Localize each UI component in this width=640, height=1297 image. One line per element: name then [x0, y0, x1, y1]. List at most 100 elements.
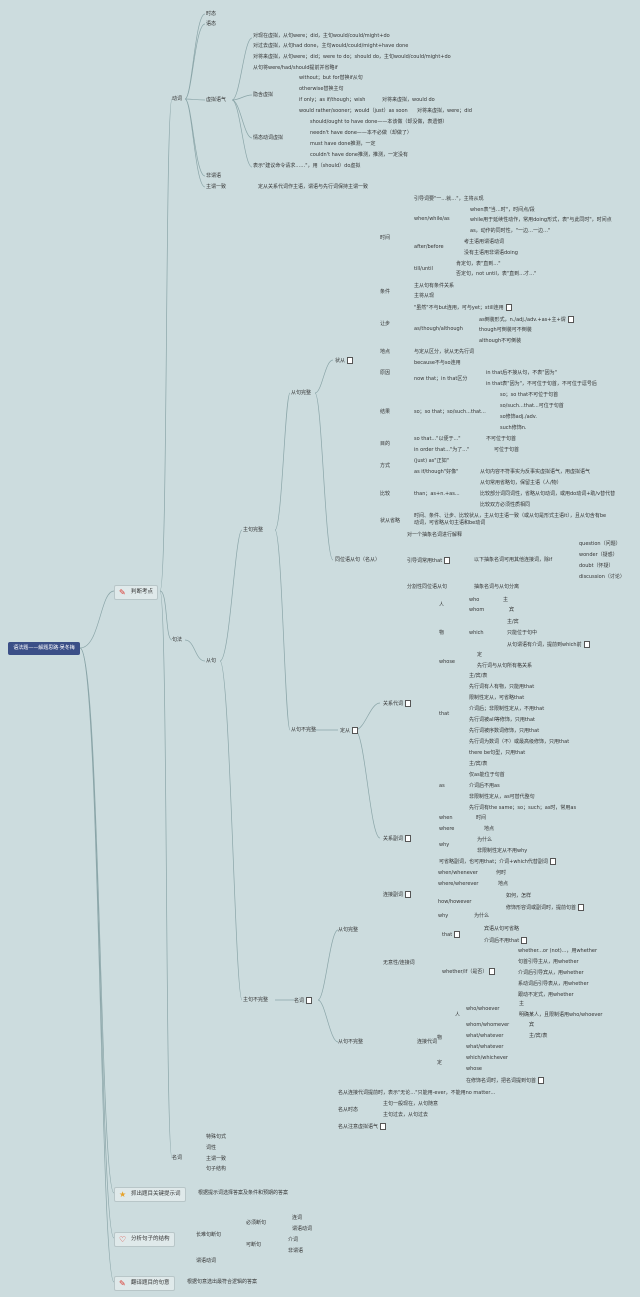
- node-attr: 定: [437, 1060, 443, 1066]
- node-adv-ellipsis: 状从省略: [380, 518, 401, 524]
- node-whoever-subj: 主: [519, 1001, 525, 1007]
- node-result: 结果: [380, 409, 391, 415]
- node-dd-note: 与定从区分，状从无先行词: [414, 349, 475, 355]
- node-that-note4: 介词后；非限制性定从，不用that: [469, 706, 545, 712]
- note-icon: [347, 357, 354, 364]
- node-subj: 主: [503, 597, 509, 603]
- node-bj-note1: 从句常用省略句，保留主语（人/物）: [480, 480, 562, 486]
- node-nc-note2: 名从注意虚拟语气: [338, 1123, 387, 1131]
- node-as-note5: 先行词有the same；so；such；as时，常用as: [469, 805, 577, 811]
- node-as-note2: 仅as能位于句首: [469, 772, 505, 778]
- node-whomever: whom/whomever: [466, 1022, 510, 1028]
- note-keywords: 根据提示词选择答案及条件和预期的答案: [198, 1190, 289, 1196]
- node-manner: 方式: [380, 463, 391, 469]
- node-voice: 语态: [206, 21, 217, 27]
- node-whatever-role: 主/宾/表: [529, 1033, 548, 1039]
- node-nt-note1: in that后不接从句，不表"因为": [486, 370, 557, 376]
- node-as-though: as/though/although: [414, 326, 463, 332]
- node-which-note3: 从句谓语有介词，提前到which前: [507, 641, 590, 649]
- node-whose-note2: 先行词与从句所有格关系: [477, 663, 533, 669]
- node-condition: 条件: [380, 289, 391, 295]
- node-whom: whom: [469, 607, 485, 613]
- node-however-note1: 如何，怎样: [506, 893, 532, 899]
- node-adverbial-clause: 状从: [335, 357, 354, 365]
- node-whatever2: what/whatever: [466, 1044, 504, 1050]
- node-after-before: after/before: [414, 244, 444, 250]
- node-tw-note3: 分割性同位语从句: [407, 584, 448, 590]
- node-till-until: till/until: [414, 266, 433, 272]
- node-that-note2: 先行词有人有物，只能用that: [469, 684, 535, 690]
- node-predicate-verb: 谓语动词: [196, 1258, 217, 1264]
- node-which-note2: 只能位于句中: [507, 630, 538, 636]
- node-zcs-note: 时间、条件、让步、比较状从，主从句主语一致（或从句是形式主语it），且从句含有b…: [414, 513, 607, 526]
- node-syntax: 句法: [172, 637, 183, 643]
- node-that-note3: 限制性定从，可省略that: [469, 695, 525, 701]
- node-tj-note2: 主将从现: [414, 293, 435, 299]
- node-wh-note5: 跟动不定式，用whether: [518, 992, 574, 998]
- node-whomever-obj: 宾: [529, 1022, 535, 1028]
- node-wh-note3: 介词后引导宾从，用whether: [518, 970, 584, 976]
- node-neednt: needn't have done——本不必做（却做了）: [310, 130, 412, 136]
- node-rel-pronoun: 关系代词: [383, 700, 412, 708]
- branch-structure[interactable]: ♡分析句子的结构: [114, 1232, 175, 1247]
- node-ifonly-note: 对将来虚拟，would do: [382, 97, 435, 103]
- node-obj: 宾: [509, 607, 515, 613]
- node-conj-adverb: 连接副词: [383, 891, 412, 899]
- node-why-note1: 为什么: [477, 837, 493, 843]
- node-tu-note2: 否定句，not until，表"直到…才…": [456, 271, 537, 277]
- node-nc-note1: 名从连接代词提前时，表示"无论…"只能用-ever，不能用no matter…: [338, 1090, 496, 1096]
- node-whoever-note: 明确某人，且限制语用who/whoever: [519, 1012, 603, 1018]
- node-ncs-note2: 主句过去，从句过去: [383, 1112, 429, 1118]
- node-ab-note2: 没有主语用非谓语doing: [464, 250, 518, 256]
- node-special: 特殊句式: [206, 1134, 227, 1140]
- node-thing: 物: [439, 630, 445, 636]
- node-why2-note: 为什么: [474, 913, 490, 919]
- node-agreement: 主谓一致: [206, 184, 227, 190]
- node-subjunctive: 虚拟语气: [206, 97, 227, 103]
- branch-judge-point[interactable]: ✎判断考点: [114, 585, 159, 600]
- node-why2: why: [438, 913, 449, 919]
- node-md-note2b: 可位于句首: [494, 447, 520, 453]
- node-whatever: what/whatever: [466, 1033, 504, 1039]
- node-that2: that: [442, 931, 461, 939]
- node-where-place: 地点: [484, 826, 495, 832]
- node-concession: 让步: [380, 321, 391, 327]
- node-that2-note2: 介词后不用that: [484, 937, 528, 945]
- node-whenever: when/whenever: [438, 870, 478, 876]
- root-node[interactable]: 语法题——解题思路·吴冬梅: [8, 642, 80, 655]
- node-whose2-note: 在修饰名词时，把名词提到句首: [466, 1077, 545, 1085]
- node-whose2: whose: [466, 1066, 482, 1072]
- node-must-have: must have done推测，一定: [310, 141, 376, 147]
- node-tw-note1: 对一个抽象名词进行解释: [407, 532, 463, 538]
- node-that-note9: there be句型，只用that: [469, 750, 526, 756]
- node-tw-note3b: 抽象名词与从句分离: [474, 584, 520, 590]
- node-suggest: 表示"建议命令请求……"，用（should）do虚拟: [253, 163, 361, 169]
- node-st-note3: so修饰adj./adv.: [500, 414, 537, 420]
- node-appositive: 同位语从句（名从）: [335, 557, 381, 563]
- node-that-note6: 先行词被序数词修饰，只用that: [469, 728, 540, 734]
- node-nt-note2: in that表"因为"，不可位于句首，不可位于逗号后: [486, 381, 597, 387]
- node-as-note4: 非限制性定从，as可替代整句: [469, 794, 535, 800]
- node-reason: 原因: [380, 370, 391, 376]
- node-implicit: 隐含虚拟: [253, 92, 274, 98]
- node-that-note5: 先行词被all等修饰，只用that: [469, 717, 535, 723]
- node-whose: whose: [439, 659, 455, 665]
- node-xuni-past: 对过去虚拟，从句had done，主句would/could/might+hav…: [253, 43, 409, 49]
- node-st-note4: such修饰n.: [500, 425, 527, 431]
- node-when: when: [439, 815, 453, 821]
- branch-keywords[interactable]: ★抓出题目关键提示词: [114, 1187, 186, 1202]
- node-at-note3: although不可倒装: [479, 338, 522, 344]
- node-bj-note2: 比较部分词同词性，省略从句动词，或用do动词+助/v替代替: [480, 491, 616, 497]
- node-rel-adverb: 关系副词: [383, 835, 412, 843]
- node-conj: 连词: [292, 1215, 303, 1221]
- node-which-note1: 主/宾: [507, 619, 519, 625]
- branch-translate[interactable]: ✎翻译题目的句意: [114, 1276, 175, 1291]
- node-meaningless-conj: 无意性/连接词: [383, 960, 415, 966]
- node-nc-complete: 从句完整: [338, 927, 359, 933]
- node-place: 地点: [380, 349, 391, 355]
- node-nc-tense: 名从时态: [338, 1107, 359, 1113]
- node-sub-complete: 从句完整: [291, 390, 312, 396]
- node-main-incomplete: 主句不完整: [243, 997, 269, 1003]
- node-time-lead: 引导词要"一…就…"，主将从现: [414, 196, 484, 202]
- pencil-icon: ✎: [119, 588, 126, 597]
